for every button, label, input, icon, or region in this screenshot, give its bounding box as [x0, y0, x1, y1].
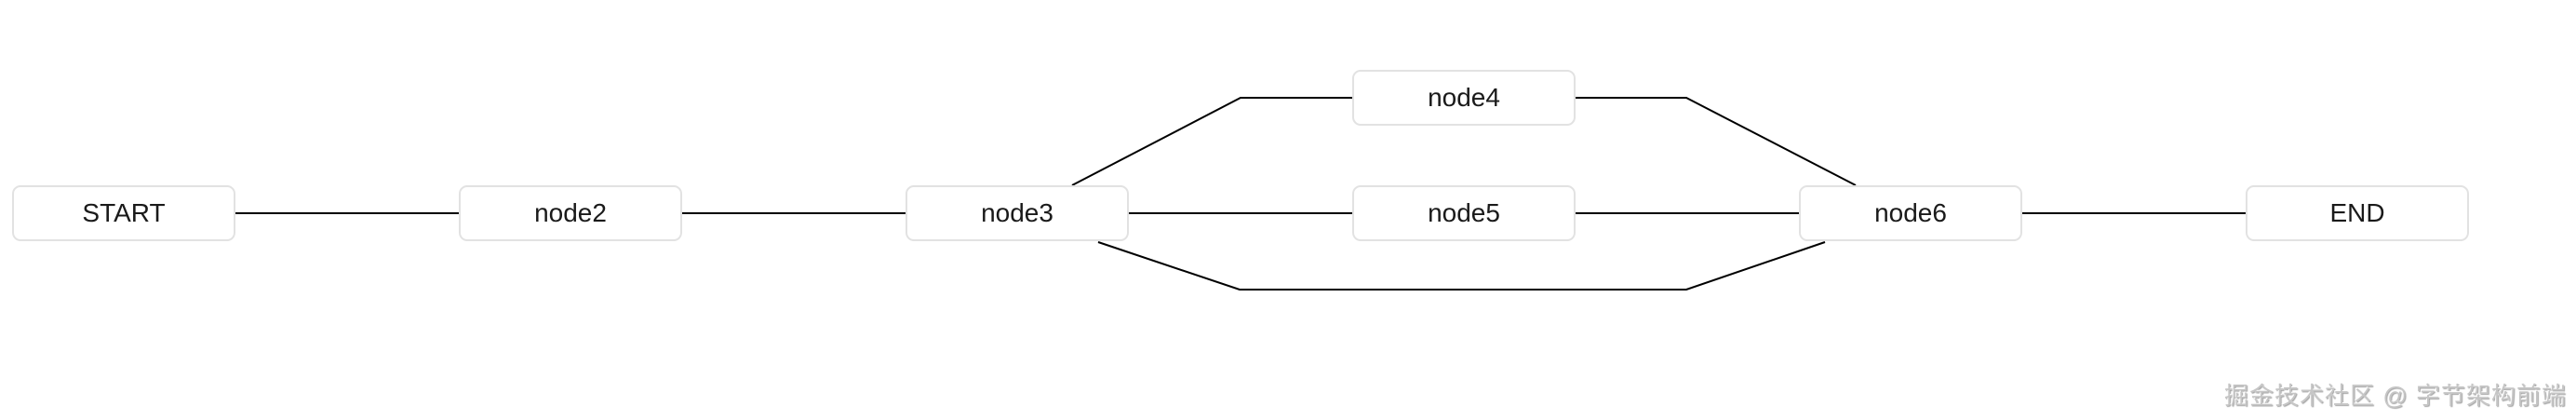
- node-start-label: START: [82, 198, 166, 227]
- node-node2-label: node2: [534, 198, 607, 227]
- node-node5[interactable]: node5: [1352, 185, 1576, 241]
- edge-node3-node4: [1071, 97, 1352, 186]
- node-start[interactable]: START: [12, 185, 235, 241]
- node-node4[interactable]: node4: [1352, 70, 1576, 126]
- node-node2[interactable]: node2: [459, 185, 682, 241]
- node-node3-label: node3: [981, 198, 1053, 227]
- node-node3[interactable]: node3: [906, 185, 1129, 241]
- edge-node4-node6: [1575, 97, 1857, 186]
- edge-node3-node6: [1097, 241, 1826, 291]
- node-node5-label: node5: [1428, 198, 1500, 227]
- node-node4-label: node4: [1428, 83, 1500, 112]
- node-node6[interactable]: node6: [1799, 185, 2022, 241]
- node-node6-label: node6: [1874, 198, 1947, 227]
- node-end-label: END: [2329, 198, 2385, 227]
- node-end[interactable]: END: [2246, 185, 2469, 241]
- watermark: 掘金技术社区 @ 字节架构前端: [2224, 382, 2567, 410]
